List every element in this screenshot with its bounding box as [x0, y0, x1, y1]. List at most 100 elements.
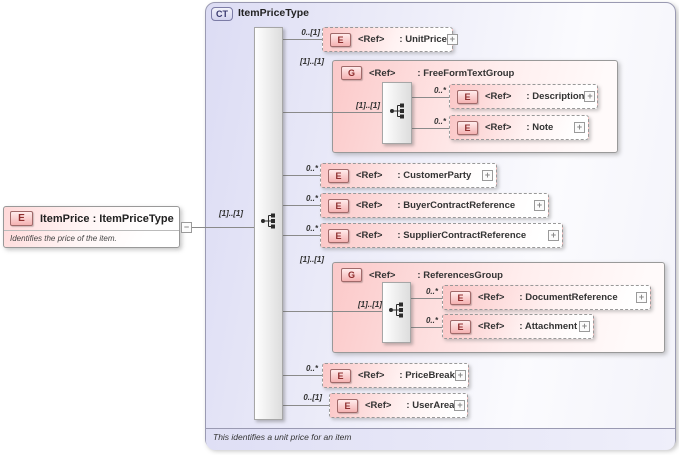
element-userarea[interactable]: E <Ref> : UserArea + [329, 393, 468, 418]
element-icon: E [330, 368, 351, 383]
element-ref-label: <Ref> [478, 292, 505, 303]
complex-type-title: ItemPriceType [238, 7, 310, 19]
expand-icon[interactable]: + [636, 292, 647, 303]
expand-icon[interactable]: + [579, 321, 590, 332]
element-description[interactable]: E <Ref> : Description + [449, 84, 598, 109]
element-ref-label: <Ref> [356, 170, 383, 181]
sequence-icon [388, 301, 405, 324]
element-ref-label: <Ref> [358, 370, 385, 381]
cardinality-label: 0..* [433, 117, 446, 126]
expand-icon[interactable]: + [584, 91, 596, 102]
cardinality-label: [1]..[1] [219, 209, 243, 218]
element-ref-label: <Ref> [358, 34, 385, 45]
expand-icon[interactable]: + [446, 34, 458, 45]
group-icon: G [341, 268, 362, 282]
type-annotation-text: This identifies a unit price for an item [213, 432, 352, 442]
group-name: : FreeFormTextGroup [417, 67, 515, 79]
element-icon: E [328, 228, 349, 243]
cardinality-label: 0..[1] [303, 393, 322, 402]
cardinality-label: [1]..[1] [300, 255, 324, 264]
cardinality-label: 0..* [305, 164, 318, 173]
cardinality-label: 0..* [305, 224, 318, 233]
element-suppliercontractreference[interactable]: E <Ref> : SupplierContractReference + [320, 223, 563, 248]
element-name: : Description [526, 91, 585, 102]
element-name: : DocumentReference [519, 292, 618, 303]
element-icon: E [330, 32, 351, 47]
element-itemprice[interactable]: E ItemPrice : ItemPriceType Identifies t… [3, 206, 180, 248]
cardinality-label: 0..* [425, 287, 438, 296]
element-ref-label: <Ref> [365, 400, 392, 411]
cardinality-label: [1]..[1] [356, 101, 380, 110]
element-ref-label: <Ref> [356, 200, 383, 211]
element-unitprice[interactable]: E <Ref> : UnitPrice + [322, 27, 458, 52]
element-pricebreak[interactable]: E <Ref> : PriceBreak + [322, 363, 469, 388]
sequence-icon [260, 212, 277, 235]
element-documentreference[interactable]: E <Ref> : DocumentReference + [442, 285, 651, 310]
connector-line [282, 405, 330, 406]
group-title: G <Ref> : FreeFormTextGroup [333, 61, 617, 80]
expand-icon[interactable]: + [454, 400, 466, 411]
element-name: : BuyerContractReference [397, 200, 516, 211]
element-name: : SupplierContractReference [397, 230, 527, 241]
element-title-row: E ItemPrice : ItemPriceType [4, 207, 179, 231]
element-icon: E [457, 89, 478, 104]
element-icon: E [450, 290, 471, 305]
sequence-compositor[interactable] [254, 27, 283, 420]
cardinality-label: 0..[1] [301, 28, 320, 37]
group-ref-label: <Ref> [369, 67, 396, 79]
connector-line [282, 311, 382, 312]
element-icon: E [328, 198, 349, 213]
expand-icon[interactable]: + [548, 230, 559, 241]
element-note[interactable]: E <Ref> : Note + [449, 115, 589, 140]
collapse-icon[interactable]: − [181, 222, 192, 233]
connector-line [282, 235, 321, 236]
complex-type-badge: CT [211, 7, 233, 21]
element-name: : UnitPrice [399, 34, 447, 45]
cardinality-label: 0..* [305, 364, 318, 373]
element-icon: E [10, 211, 33, 226]
group-ref-label: <Ref> [369, 269, 396, 281]
type-annotation-bar: This identifies a unit price for an item [206, 428, 675, 450]
cardinality-label: 0..* [305, 194, 318, 203]
element-name: : CustomerParty [397, 170, 472, 181]
element-ref-label: <Ref> [485, 122, 512, 133]
connector-line [282, 375, 323, 376]
connector-line [282, 112, 382, 113]
group-title: G <Ref> : ReferencesGroup [333, 263, 664, 282]
element-name: ItemPrice : ItemPriceType [40, 212, 174, 225]
element-name: : Attachment [519, 321, 578, 332]
element-ref-label: <Ref> [485, 91, 512, 102]
sequence-icon [389, 102, 406, 125]
element-ref-label: <Ref> [356, 230, 383, 241]
element-attachment[interactable]: E <Ref> : Attachment + [442, 314, 594, 339]
expand-icon[interactable]: + [454, 370, 466, 381]
connector-line [282, 39, 323, 40]
connector-line [282, 205, 321, 206]
element-annotation: Identifies the price of the item. [10, 234, 117, 243]
expand-icon[interactable]: + [482, 170, 493, 181]
sequence-compositor[interactable] [382, 82, 412, 144]
sequence-compositor[interactable] [382, 282, 411, 343]
element-ref-label: <Ref> [478, 321, 505, 332]
connector-line [410, 298, 443, 299]
element-buyercontractreference[interactable]: E <Ref> : BuyerContractReference + [320, 193, 549, 218]
element-name: : UserArea [406, 400, 455, 411]
element-name: : PriceBreak [399, 370, 455, 381]
element-icon: E [337, 398, 358, 413]
element-customerparty[interactable]: E <Ref> : CustomerParty + [320, 163, 497, 188]
cardinality-label: [1]..[1] [358, 300, 382, 309]
connector-line [411, 128, 450, 129]
connector-line [282, 175, 321, 176]
expand-icon[interactable]: + [574, 122, 585, 133]
element-name: : Note [526, 122, 554, 133]
element-icon: E [328, 168, 349, 183]
expand-icon[interactable]: + [534, 200, 545, 211]
element-icon: E [450, 319, 471, 334]
group-name: : ReferencesGroup [417, 269, 503, 281]
connector-line [410, 327, 443, 328]
cardinality-label: 0..* [433, 86, 446, 95]
connector-line [411, 97, 450, 98]
cardinality-label: [1]..[1] [300, 57, 324, 66]
group-icon: G [341, 66, 362, 80]
